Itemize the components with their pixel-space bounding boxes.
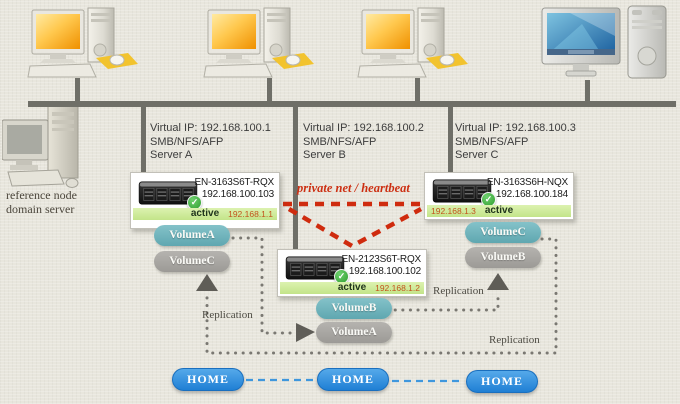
server-b-private-ip: 192.168.1.2 xyxy=(375,283,420,293)
heartbeat-line-ab-bc xyxy=(287,207,423,249)
reference-node-caption: reference node domain server xyxy=(6,188,77,216)
protocols-b: SMB/NFS/AFP xyxy=(303,135,377,148)
server-c-status-bar: active 192.168.1.3 xyxy=(427,205,571,217)
protocols-a: SMB/NFS/AFP xyxy=(150,135,224,148)
volume-chip-b-replica: VolumeA xyxy=(316,322,392,343)
home-button-2[interactable]: HOME xyxy=(317,368,389,391)
volume-chip-a-replica: VolumeC xyxy=(154,251,230,272)
reference-node-line1: reference node xyxy=(6,188,77,202)
network-drop-line xyxy=(267,78,272,102)
server-b-ip: 192.168.100.102 xyxy=(348,266,421,277)
server-a-ip: 192.168.100.103 xyxy=(201,189,274,200)
server-a-status: active xyxy=(190,208,220,219)
home-button-3[interactable]: HOME xyxy=(466,370,538,393)
server-c-status: active xyxy=(484,205,514,216)
network-drop-line xyxy=(585,80,590,102)
server-b-model: EN-2123S6T-RQX xyxy=(341,254,422,265)
server-name-b: Server B xyxy=(303,149,346,161)
server-a-private-ip: 192.168.1.1 xyxy=(228,209,273,219)
virtual-ip-block-c: Virtual IP: 192.168.100.3 SMB/NFS/AFP Se… xyxy=(455,122,576,163)
protocols-c: SMB/NFS/AFP xyxy=(455,135,529,148)
heartbeat-label: private net / heartbeat xyxy=(297,181,410,195)
client-pc-2-icon xyxy=(202,6,314,84)
virtual-ip-b: Virtual IP: 192.168.100.2 xyxy=(303,122,424,134)
replication-arrow-up-icon xyxy=(196,274,218,291)
network-drop-line xyxy=(448,107,453,173)
server-b-status-bar: active 192.168.1.2 xyxy=(280,282,424,294)
server-a-model-ip: EN-3163S6T-RQX 192.168.100.103 xyxy=(184,177,275,201)
replication-label-3: Replication xyxy=(489,334,540,346)
server-a-status-bar: active 192.168.1.1 xyxy=(133,208,277,220)
server-name-c: Server C xyxy=(455,149,499,161)
server-c-ip: 192.168.100.184 xyxy=(495,189,568,200)
server-a-model: EN-3163S6T-RQX xyxy=(194,177,275,188)
virtual-ip-block-a: Virtual IP: 192.168.100.1 SMB/NFS/AFP Se… xyxy=(150,122,271,163)
replication-arrow-right-icon xyxy=(296,323,315,342)
virtual-ip-block-b: Virtual IP: 192.168.100.2 SMB/NFS/AFP Se… xyxy=(303,122,424,163)
server-b-model-ip: EN-2123S6T-RQX 192.168.100.102 xyxy=(331,254,422,278)
client-mac-icon xyxy=(540,4,672,84)
volume-chip-a-primary: VolumeA xyxy=(154,225,230,246)
server-node-a: ✓ EN-3163S6T-RQX 192.168.100.103 active … xyxy=(130,172,280,229)
replication-arrow-up-icon xyxy=(487,273,509,290)
server-node-b: ✓ EN-2123S6T-RQX 192.168.100.102 active … xyxy=(277,249,427,297)
network-bus-line xyxy=(28,101,676,107)
reference-node-line2: domain server xyxy=(6,202,75,216)
network-drop-line xyxy=(141,107,146,173)
replication-label-1: Replication xyxy=(202,309,253,321)
home-button-1[interactable]: HOME xyxy=(172,368,244,391)
client-pc-3-icon xyxy=(356,6,468,84)
server-c-model-ip: EN-3163S6H-NQX 192.168.100.184 xyxy=(478,177,568,201)
server-node-c: ✓ EN-3163S6H-NQX 192.168.100.184 active … xyxy=(424,172,574,220)
server-c-private-ip: 192.168.1.3 xyxy=(431,206,476,216)
virtual-ip-c: Virtual IP: 192.168.100.3 xyxy=(455,122,576,134)
server-name-a: Server A xyxy=(150,149,193,161)
reference-computer-icon xyxy=(2,106,84,190)
network-drop-line xyxy=(75,78,80,102)
volume-chip-c-replica: VolumeB xyxy=(465,247,541,268)
client-pc-1-icon xyxy=(26,6,138,84)
volume-chip-c-primary: VolumeC xyxy=(465,222,541,243)
network-drop-line xyxy=(415,78,420,102)
volume-chip-b-primary: VolumeB xyxy=(316,298,392,319)
network-drop-line xyxy=(293,107,298,250)
replication-label-2: Replication xyxy=(433,285,484,297)
virtual-ip-a: Virtual IP: 192.168.100.1 xyxy=(150,122,271,134)
server-c-model: EN-3163S6H-NQX xyxy=(486,177,568,188)
